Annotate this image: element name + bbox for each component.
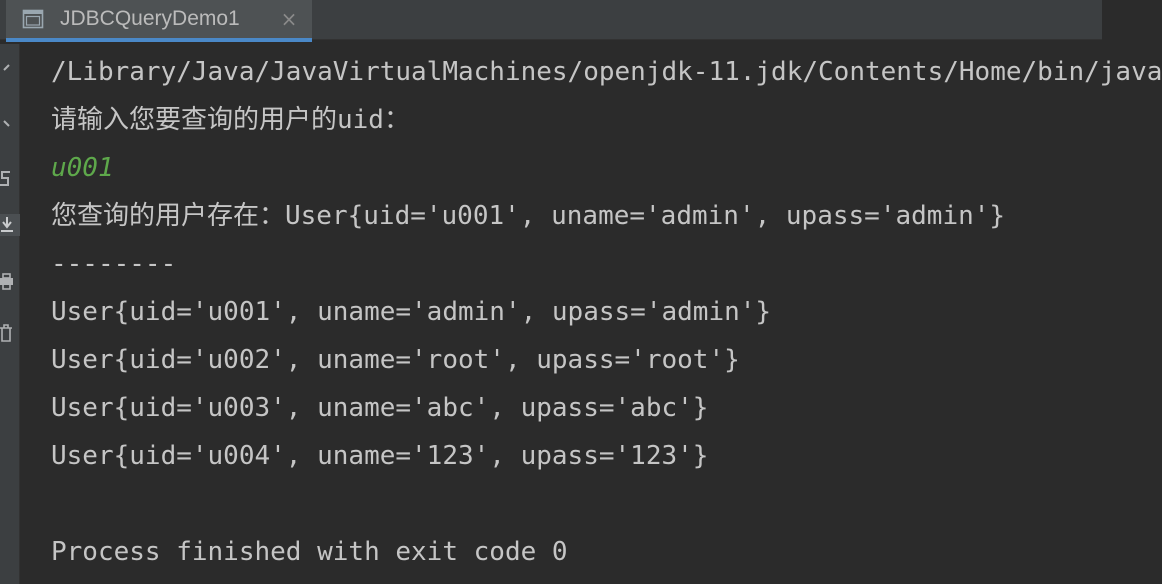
console-toolbar — [0, 44, 20, 584]
tab-label: JDBCQueryDemo1 — [60, 7, 240, 30]
console-output[interactable]: /Library/Java/JavaVirtualMachines/openjd… — [24, 44, 1162, 584]
tab-jdbcquerydemo1[interactable]: JDBCQueryDemo1 × — [6, 0, 312, 42]
console-line-user-row: User{uid='u004', uname='123', upass='123… — [51, 441, 709, 471]
console-line-java-path: /Library/Java/JavaVirtualMachines/openjd… — [51, 57, 1162, 87]
console-window-icon — [22, 8, 44, 30]
console-line-user-row: User{uid='u002', uname='root', upass='ro… — [51, 345, 740, 375]
trash-icon[interactable] — [0, 322, 20, 344]
console-line-user-found: 您查询的用户存在：User{uid='u001', uname='admin',… — [51, 201, 1006, 231]
console-line-prompt: 请输入您要查询的用户的uid： — [51, 105, 410, 135]
active-tab-indicator — [6, 38, 312, 42]
console-line-separator: -------- — [51, 249, 177, 279]
arrow-down-icon[interactable] — [0, 112, 20, 134]
scroll-to-end-icon[interactable] — [0, 214, 20, 236]
arrow-up-icon[interactable] — [0, 58, 20, 80]
print-icon[interactable] — [0, 270, 20, 292]
tab-bar: JDBCQueryDemo1 × — [0, 0, 1102, 42]
console-line-user-row: User{uid='u001', uname='admin', upass='a… — [51, 297, 772, 327]
console-line-exit-status: Process finished with exit code 0 — [51, 537, 568, 567]
soft-wrap-icon[interactable] — [0, 168, 20, 190]
console-line-user-input: u001 — [51, 153, 114, 183]
close-icon[interactable]: × — [280, 7, 298, 31]
console-line-user-row: User{uid='u003', uname='abc', upass='abc… — [51, 393, 709, 423]
